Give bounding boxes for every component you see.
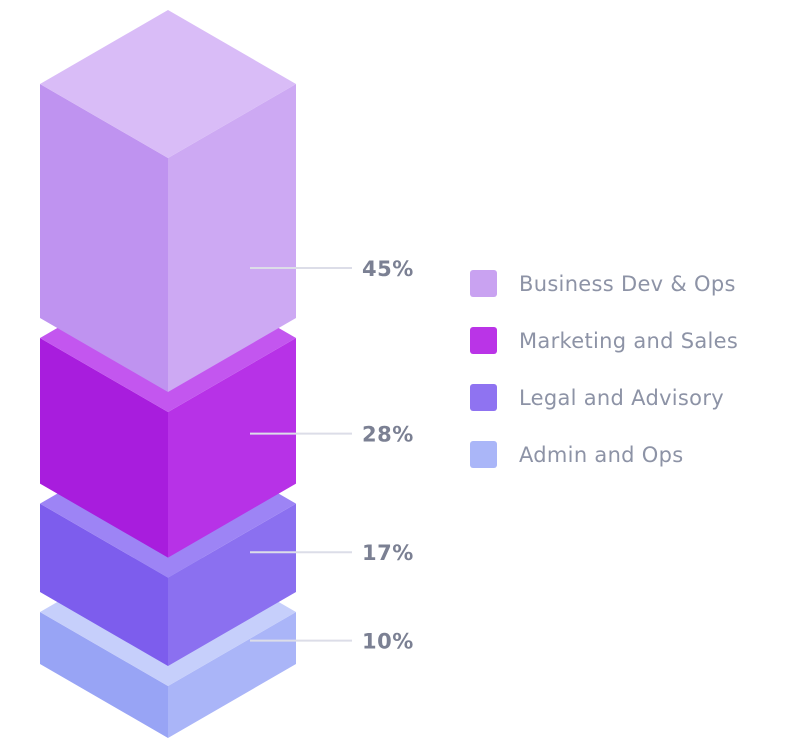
legend-item: Business Dev & Ops	[470, 270, 738, 297]
legend-label: Legal and Advisory	[519, 385, 724, 410]
bar-segment-right-face	[168, 503, 296, 666]
legend-item: Marketing and Sales	[470, 327, 738, 354]
legend-item: Admin and Ops	[470, 441, 738, 468]
bar-segment-right-face	[168, 84, 296, 392]
value-label: 45%	[362, 257, 414, 281]
value-label: 17%	[362, 541, 414, 565]
legend-item: Legal and Advisory	[470, 384, 738, 411]
legend-swatch	[470, 441, 497, 468]
bar-segment-right-face	[168, 612, 296, 738]
legend-swatch	[470, 384, 497, 411]
bar-segment-top-face	[40, 10, 296, 158]
legend-label: Marketing and Sales	[519, 328, 739, 353]
value-label: 10%	[362, 630, 414, 654]
bar-segment-left-face	[40, 503, 168, 666]
chart-legend: Business Dev & Ops Marketing and Sales L…	[470, 270, 738, 498]
bar-segment-left-face	[40, 338, 168, 558]
legend-swatch	[470, 270, 497, 297]
legend-label: Admin and Ops	[519, 442, 684, 467]
isometric-stacked-bar: 45% 28% 17% 10%	[40, 10, 414, 738]
bar-segment-left-face	[40, 612, 168, 738]
value-label: 28%	[362, 423, 414, 447]
bar-segment-left-face	[40, 84, 168, 392]
legend-label: Business Dev & Ops	[519, 271, 736, 296]
legend-swatch	[470, 327, 497, 354]
bar-segment-right-face	[168, 338, 296, 558]
